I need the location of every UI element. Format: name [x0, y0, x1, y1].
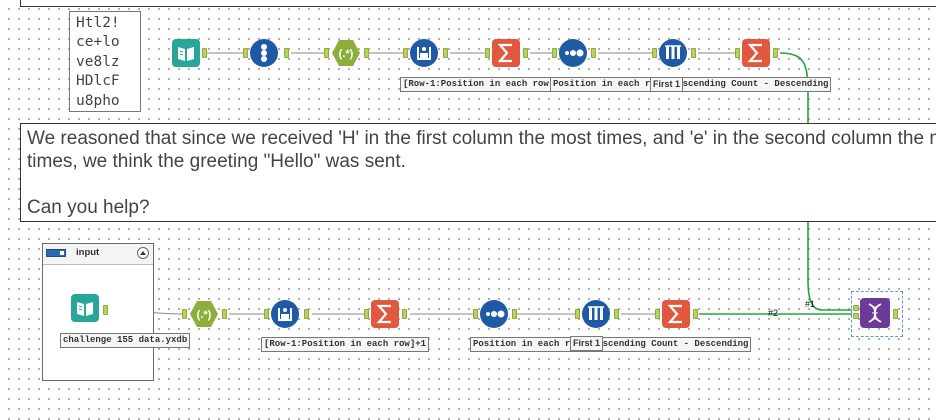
- input-anchor[interactable]: [655, 309, 660, 319]
- sigma-icon: [497, 43, 512, 63]
- regex-tool-bottom[interactable]: (.*): [189, 300, 219, 328]
- input-anchor[interactable]: [853, 313, 859, 319]
- comment-line: We reasoned that since we received 'H' i…: [27, 128, 936, 149]
- output-anchor[interactable]: [773, 48, 778, 58]
- join-tool[interactable]: [860, 298, 890, 328]
- cipher-line: ve8lz: [76, 53, 120, 70]
- sort-tool-bottom[interactable]: [480, 300, 508, 328]
- collapse-icon[interactable]: [137, 247, 149, 259]
- input-file-annotation: challenge 155 data.yxdb: [60, 333, 191, 348]
- formula-annotation-bottom: [Row-1:Position in each row]+1: [261, 337, 430, 352]
- output-anchor[interactable]: [103, 305, 108, 315]
- cipher-line: HDlcF: [76, 73, 120, 90]
- sigma-icon: [667, 304, 682, 324]
- test-tubes-icon: [665, 45, 681, 59]
- input-anchor[interactable]: [652, 48, 657, 58]
- dots-sort-icon: [565, 49, 584, 57]
- output-anchor[interactable]: [443, 48, 448, 58]
- formula-flask-icon: [278, 308, 292, 321]
- output-anchor[interactable]: [222, 309, 227, 319]
- sigma-icon: [376, 304, 391, 324]
- sigma-icon: [747, 43, 762, 63]
- cipher-line: Htl2!: [76, 15, 120, 31]
- input-data-tool-top[interactable]: [172, 39, 200, 67]
- bottom-row-connections: [109, 309, 657, 315]
- sample-annotation-top: First 1: [650, 77, 684, 92]
- input-anchor[interactable]: [575, 309, 580, 319]
- container-title: input: [76, 247, 100, 258]
- output-anchor[interactable]: [402, 309, 407, 319]
- comment-box[interactable]: We reasoned that since we received 'H' i…: [20, 123, 936, 222]
- input-anchor[interactable]: [403, 48, 408, 58]
- sort-annotation-bottom: Position in each row - Ascending Count -…: [470, 337, 752, 352]
- input-anchor[interactable]: [264, 309, 269, 319]
- comment-line: times, we think the greeting "Hello" was…: [27, 151, 406, 172]
- regex-icon: (.*): [190, 301, 218, 327]
- join-connections: [699, 52, 852, 315]
- formula-annotation-top: [Row-1:Position in each row]+1: [400, 77, 569, 92]
- input-anchor[interactable]: [182, 309, 187, 319]
- sort-annotation-top: Position in each row - Ascending Count -…: [550, 77, 832, 92]
- test-tubes-icon: [588, 306, 604, 320]
- input-anchor[interactable]: [485, 48, 490, 58]
- formula-tool-top[interactable]: [410, 39, 438, 67]
- regex-tool-top[interactable]: (.*): [331, 39, 361, 67]
- record-id-tool-top[interactable]: [250, 39, 278, 67]
- input-anchor[interactable]: [473, 309, 478, 319]
- formula-flask-icon: [417, 47, 431, 60]
- sample-annotation-bottom: First 1: [570, 336, 604, 351]
- output-anchor[interactable]: [591, 48, 596, 58]
- output-anchor[interactable]: [693, 309, 698, 319]
- summarize-tool-top[interactable]: [492, 39, 520, 67]
- input-data-tool-bottom[interactable]: [71, 294, 99, 322]
- cipher-line: ce+lo: [76, 34, 120, 51]
- output-anchor[interactable]: [614, 309, 619, 319]
- selection-box: [851, 291, 903, 337]
- regex-icon: (.*): [332, 40, 360, 66]
- sort-tool-top[interactable]: [559, 39, 587, 67]
- dots-sort-icon: [486, 310, 505, 318]
- output-anchor[interactable]: [893, 309, 898, 319]
- svg-text:(.*): (.*): [197, 309, 212, 321]
- input-anchor[interactable]: [364, 309, 369, 319]
- cipher-line: u8pho: [76, 92, 120, 109]
- container-header[interactable]: input: [43, 244, 153, 265]
- output-anchor[interactable]: [202, 48, 207, 58]
- output-anchor[interactable]: [304, 309, 309, 319]
- summarize-tool-top-2[interactable]: [742, 39, 770, 67]
- book-icon: [77, 302, 93, 316]
- sample-tool-bottom[interactable]: [582, 300, 610, 328]
- input-anchor[interactable]: [735, 48, 740, 58]
- input-anchor[interactable]: [853, 305, 859, 311]
- output-anchor[interactable]: [512, 309, 517, 319]
- book-icon: [178, 47, 194, 61]
- container-toggle-icon[interactable]: [46, 249, 66, 257]
- input-anchor[interactable]: [324, 48, 329, 58]
- output-anchor[interactable]: [364, 48, 369, 58]
- top-container-frame: [20, 0, 936, 7]
- output-anchor[interactable]: [523, 48, 528, 58]
- comment-line: Can you help?: [27, 197, 150, 218]
- sample-tool-top[interactable]: [659, 39, 687, 67]
- connection-label-2: #2: [768, 308, 779, 318]
- connection-label-1: #1: [805, 299, 816, 309]
- dna-append-icon: [868, 303, 882, 323]
- comment-spacer: [27, 173, 936, 196]
- input-anchor[interactable]: [243, 48, 248, 58]
- output-anchor[interactable]: [691, 48, 696, 58]
- svg-text:(.*): (.*): [339, 48, 354, 60]
- summarize-tool-bottom[interactable]: [371, 300, 399, 328]
- summarize-tool-bottom-2[interactable]: [662, 300, 690, 328]
- formula-tool-bottom[interactable]: [271, 300, 299, 328]
- numbered-list-icon: [261, 44, 267, 62]
- output-anchor[interactable]: [284, 48, 289, 58]
- input-anchor[interactable]: [552, 48, 557, 58]
